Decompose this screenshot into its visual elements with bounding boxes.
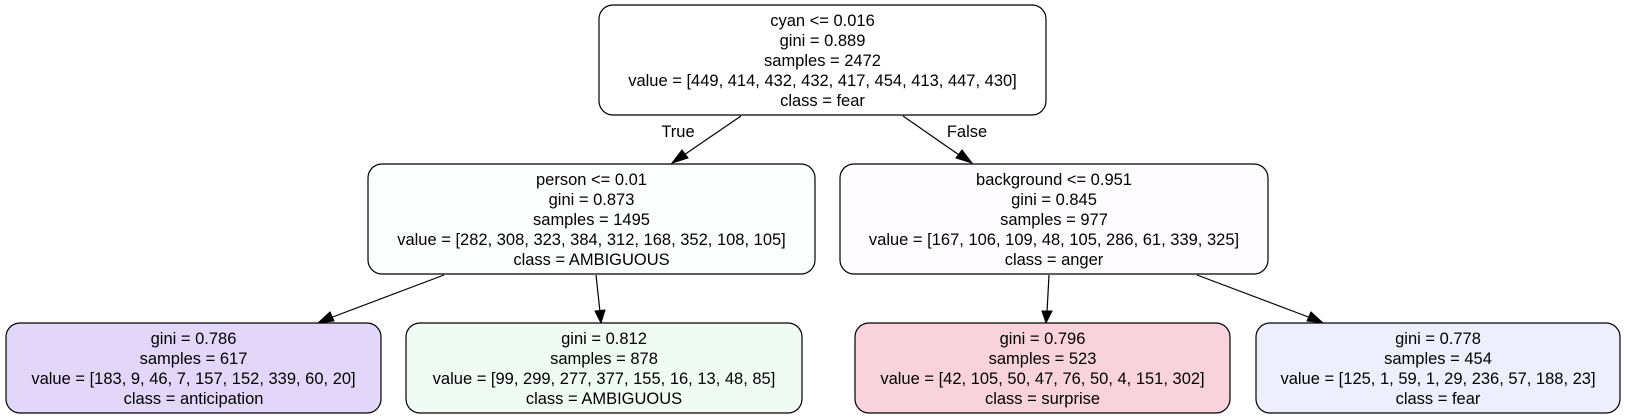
node-value: value = [282, 308, 323, 384, 312, 168, 3… xyxy=(397,231,786,249)
node-box xyxy=(598,4,1047,116)
node-gini: gini = 0.845 xyxy=(1011,191,1097,209)
node-class: class = fear xyxy=(1396,390,1481,408)
node-gini: gini = 0.889 xyxy=(780,32,866,50)
edge-label-false: False xyxy=(947,123,987,141)
node-gini: gini = 0.778 xyxy=(1395,330,1481,348)
node-samples: samples = 1495 xyxy=(533,211,650,229)
node-split-rule: person <= 0.01 xyxy=(536,171,647,189)
node-box xyxy=(367,163,816,275)
node-value: value = [449, 414, 432, 432, 417, 454, 4… xyxy=(628,72,1017,90)
node-split-rule: background <= 0.951 xyxy=(976,171,1132,189)
edge-left-leftright xyxy=(594,274,606,325)
node-gini: gini = 0.873 xyxy=(549,191,635,209)
node-value: value = [183, 9, 46, 7, 157, 152, 339, 6… xyxy=(31,370,355,388)
tree-leaf-right-left: gini = 0.796 samples = 523 value = [42, … xyxy=(854,322,1231,414)
node-value: value = [167, 106, 109, 48, 105, 286, 61… xyxy=(869,231,1239,249)
tree-leaf-right-right: gini = 0.778 samples = 454 value = [125,… xyxy=(1255,322,1621,414)
edge-right-rightright xyxy=(1196,274,1325,324)
node-samples: samples = 2472 xyxy=(764,52,881,70)
node-gini: gini = 0.786 xyxy=(151,330,237,348)
node-class: class = anger xyxy=(1005,251,1104,269)
edge-root-right xyxy=(902,115,974,164)
node-value: value = [42, 105, 50, 47, 76, 50, 4, 151… xyxy=(880,370,1204,388)
tree-node-right: background <= 0.951 gini = 0.845 samples… xyxy=(839,163,1269,275)
node-samples: samples = 523 xyxy=(989,350,1097,368)
node-samples: samples = 977 xyxy=(1000,211,1108,229)
edge-label-true: True xyxy=(661,123,694,141)
node-value: value = [99, 299, 277, 377, 155, 16, 13,… xyxy=(433,370,776,388)
node-samples: samples = 617 xyxy=(140,350,248,368)
node-split-rule: cyan <= 0.016 xyxy=(770,12,875,30)
node-class: class = surprise xyxy=(985,390,1100,408)
node-box xyxy=(839,163,1269,275)
node-box xyxy=(5,322,382,414)
node-samples: samples = 878 xyxy=(550,350,658,368)
edge-right-rightleft xyxy=(1041,274,1053,325)
tree-leaf-left-right: gini = 0.812 samples = 878 value = [99, … xyxy=(405,322,803,414)
node-box xyxy=(405,322,803,414)
node-samples: samples = 454 xyxy=(1384,350,1492,368)
node-value: value = [125, 1, 59, 1, 29, 236, 57, 188… xyxy=(1280,370,1595,388)
node-class: class = fear xyxy=(780,92,865,110)
tree-node-root: cyan <= 0.016 gini = 0.889 samples = 247… xyxy=(598,4,1047,116)
tree-node-left: person <= 0.01 gini = 0.873 samples = 14… xyxy=(367,163,816,275)
node-box xyxy=(854,322,1231,414)
edge-root-left xyxy=(670,115,742,164)
node-class: class = AMBIGUOUS xyxy=(513,251,669,269)
node-gini: gini = 0.796 xyxy=(1000,330,1086,348)
node-class: class = AMBIGUOUS xyxy=(526,390,682,408)
node-class: class = anticipation xyxy=(124,390,264,408)
tree-leaf-left-left: gini = 0.786 samples = 617 value = [183,… xyxy=(5,322,382,414)
node-box xyxy=(1255,322,1621,414)
edge-left-leftleft xyxy=(316,274,445,324)
node-gini: gini = 0.812 xyxy=(561,330,647,348)
